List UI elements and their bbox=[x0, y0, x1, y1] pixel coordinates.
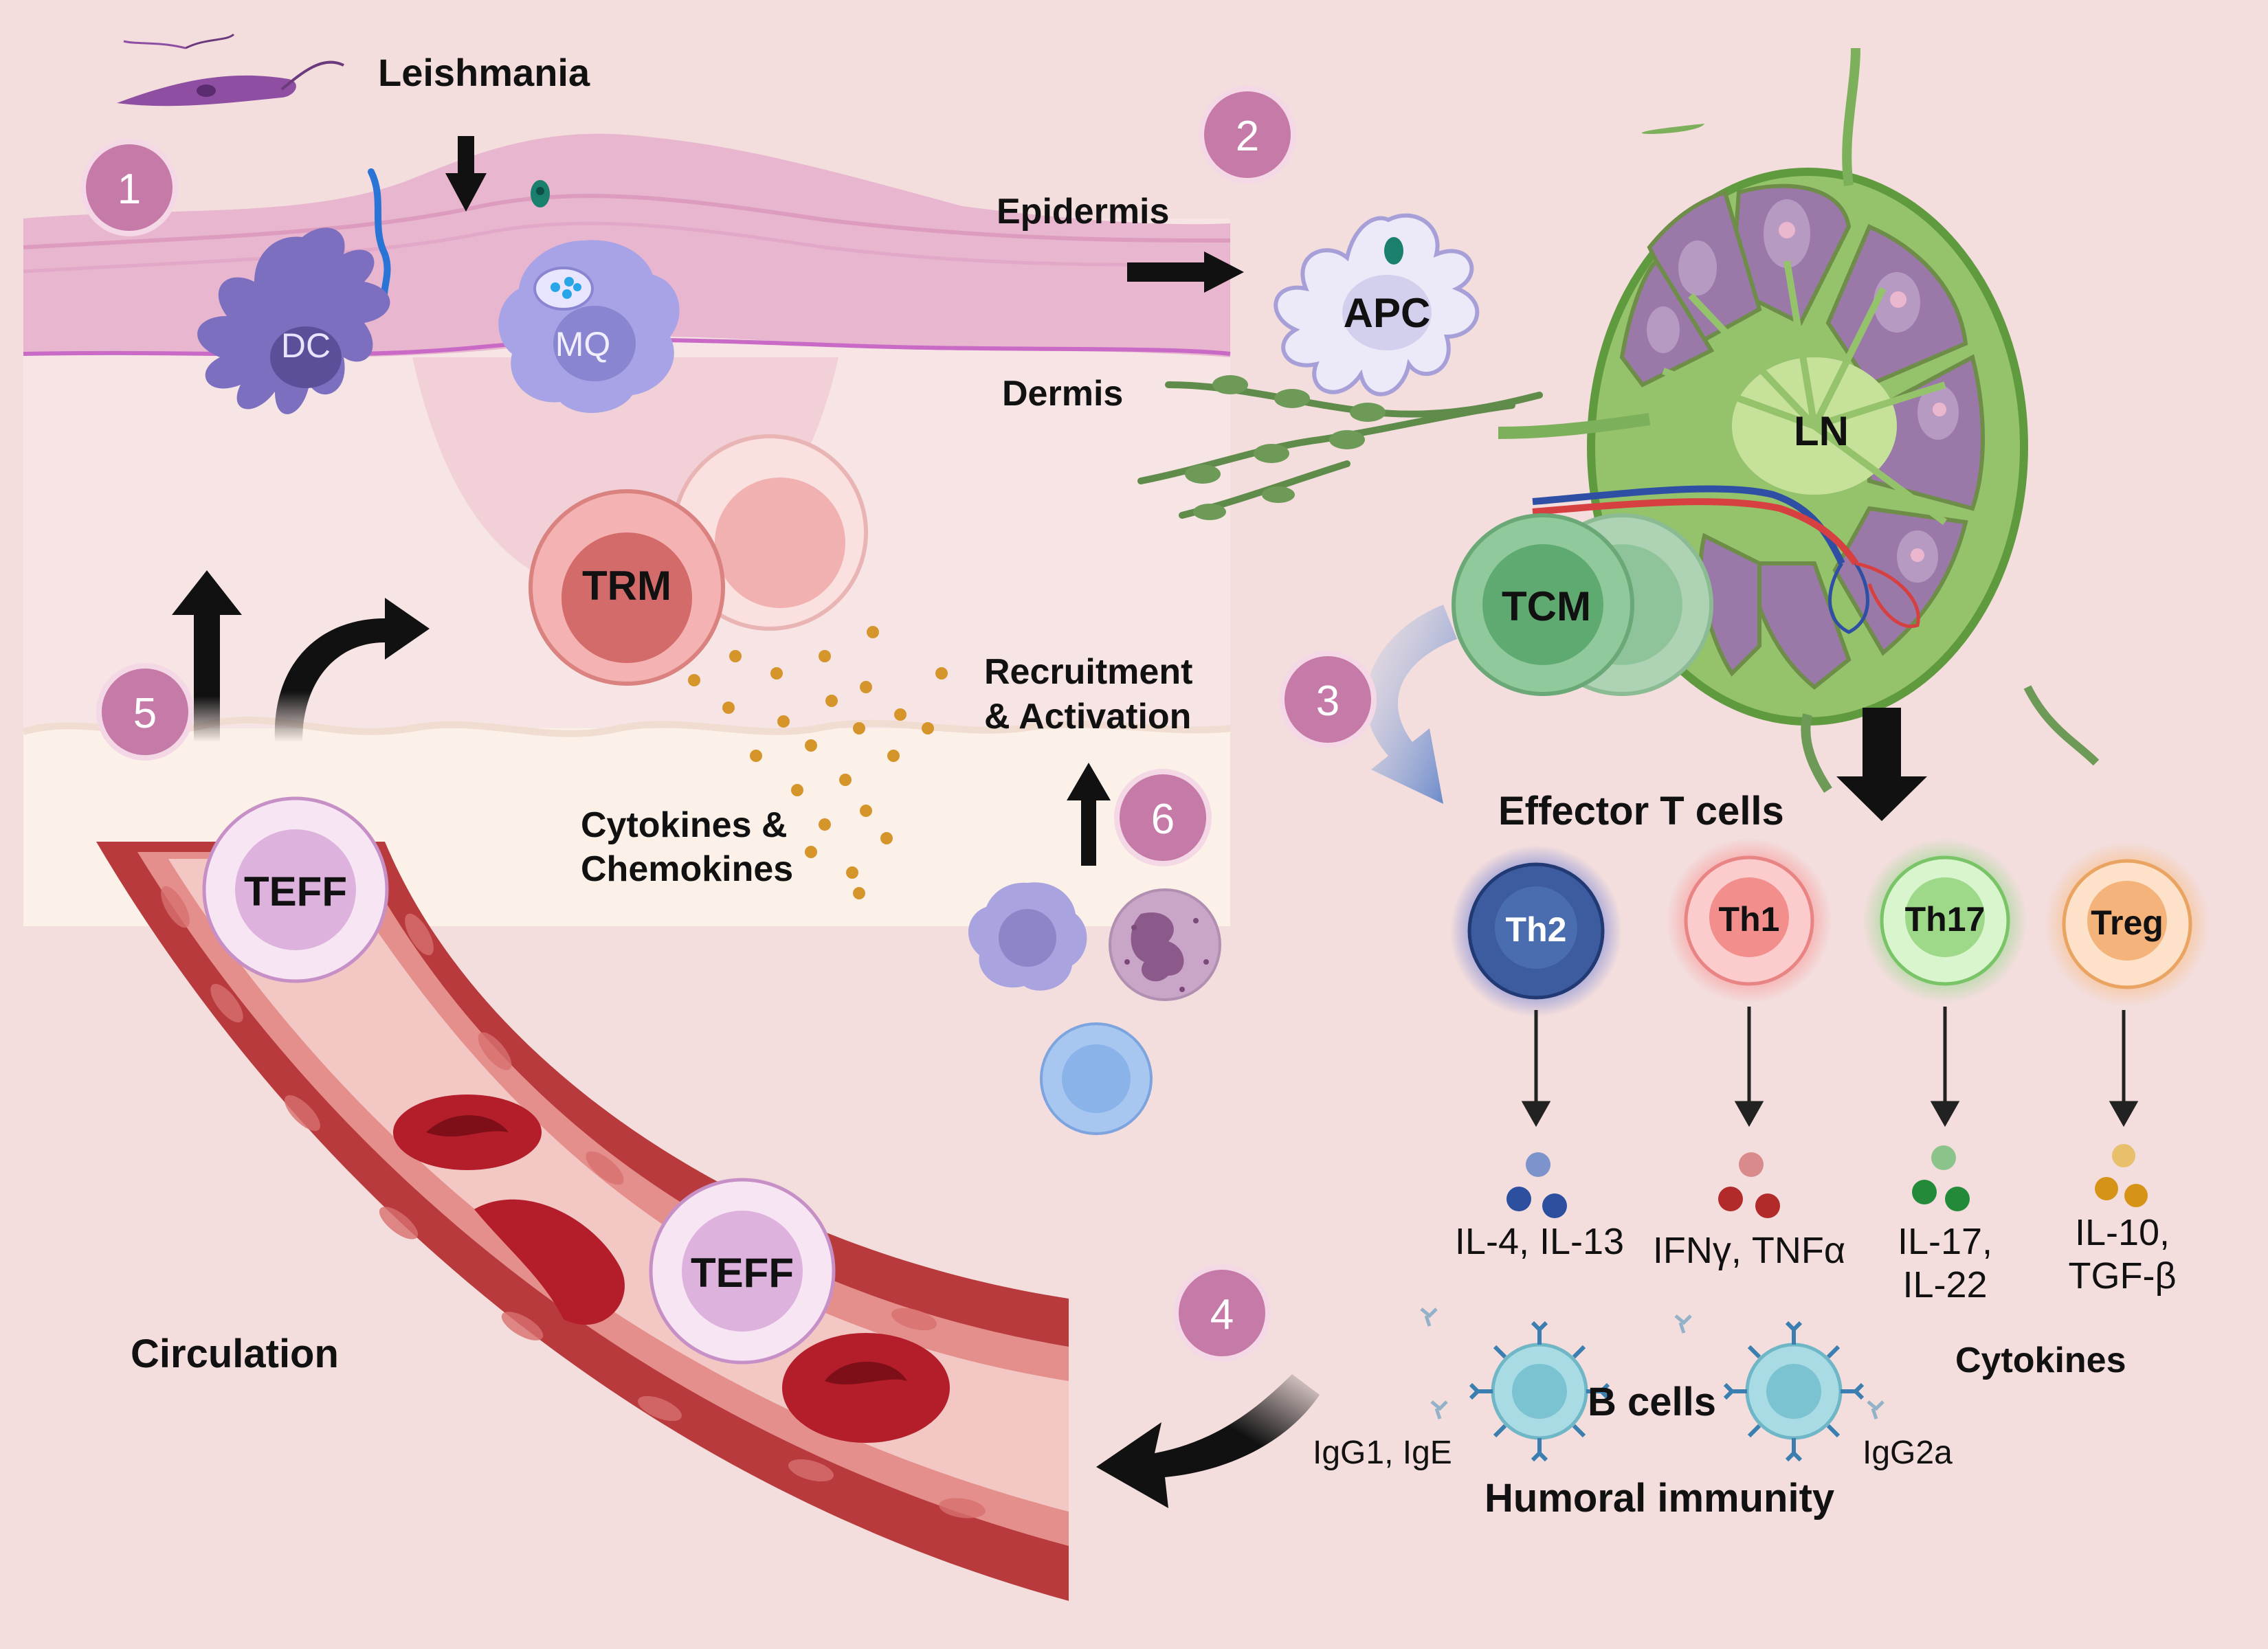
b-cell-right bbox=[1723, 1321, 1865, 1462]
ln-output-arrow-icon bbox=[1836, 708, 1927, 821]
leishmania-parasite-icon bbox=[117, 33, 344, 106]
entry-arrow-icon bbox=[445, 136, 487, 212]
step-4: 4 bbox=[1173, 1264, 1271, 1362]
step-5-number: 5 bbox=[133, 690, 157, 737]
dc-label: DC bbox=[281, 326, 331, 365]
cytokines-label: Cytokines bbox=[1955, 1340, 2126, 1380]
migration-arrows-icon bbox=[172, 570, 430, 742]
igg2a-label: IgG2a bbox=[1863, 1435, 1953, 1471]
epidermis-label: Epidermis bbox=[997, 192, 1169, 232]
recruitment-label-2: & Activation bbox=[984, 697, 1191, 737]
apc-migration-arrow-icon bbox=[1127, 251, 1244, 293]
cytokines-chemokines-label-1: Cytokines & bbox=[581, 805, 788, 845]
humoral-immunity-label: Humoral immunity bbox=[1485, 1476, 1834, 1521]
apc-cell: APC bbox=[1274, 213, 1480, 396]
th17-cell: Th17 bbox=[1863, 838, 2027, 1003]
treg-cell: Treg bbox=[2045, 842, 2210, 1007]
trm-label: TRM bbox=[582, 563, 671, 609]
cytokine-particles bbox=[688, 626, 948, 899]
teff-label-2: TEFF bbox=[691, 1250, 794, 1296]
mq-label: MQ bbox=[555, 325, 611, 363]
th1-label: Th1 bbox=[1719, 900, 1780, 939]
step-5: 5 bbox=[96, 663, 194, 761]
th17-cytokines-line2: IL-22 bbox=[1902, 1264, 1987, 1305]
cytokines-chemokines-label-2: Chemokines bbox=[581, 849, 793, 889]
teff-label-1: TEFF bbox=[244, 868, 347, 915]
apc-label: APC bbox=[1344, 290, 1431, 336]
lymphocyte-cell bbox=[1040, 1022, 1153, 1135]
monocyte-cell bbox=[968, 882, 1087, 991]
step-3: 3 bbox=[1279, 651, 1377, 748]
cytokine-molecules bbox=[1507, 1144, 2148, 1218]
trm-cell: TRM bbox=[529, 434, 868, 686]
circulation-label: Circulation bbox=[131, 1332, 339, 1376]
step-2: 2 bbox=[1199, 86, 1296, 183]
teff-cell-blood: TEFF bbox=[649, 1178, 836, 1365]
neutrophil-cell bbox=[1109, 888, 1221, 1001]
treg-cytokines-line2: TGF-β bbox=[2068, 1255, 2176, 1297]
igg1-ige-label: IgG1, IgE bbox=[1313, 1435, 1452, 1471]
cytokine-arrows-icon bbox=[1521, 1007, 2139, 1128]
dermis-label: Dermis bbox=[1002, 374, 1123, 414]
red-blood-cells bbox=[393, 1095, 950, 1443]
th1-cytokines-line1: IFNγ, TNFα bbox=[1653, 1230, 1845, 1271]
antibody-icons bbox=[1420, 1308, 1885, 1420]
ln-label: LN bbox=[1794, 408, 1849, 454]
tcm-cell: TCM bbox=[1452, 513, 1713, 696]
dendritic-cell: DC bbox=[197, 227, 390, 414]
th17-cytokines-line1: IL-17, bbox=[1898, 1221, 1992, 1262]
b-cell-left bbox=[1469, 1321, 1610, 1462]
th2-cytokines-line1: IL-4, IL-13 bbox=[1455, 1221, 1624, 1262]
th1-cell: Th1 bbox=[1667, 838, 1832, 1003]
step-1: 1 bbox=[80, 139, 178, 236]
treg-label: Treg bbox=[2091, 904, 2164, 942]
step-3-number: 3 bbox=[1316, 677, 1339, 725]
step-1-number: 1 bbox=[118, 166, 141, 213]
step-6: 6 bbox=[1114, 769, 1212, 866]
recruitment-label-1: Recruitment bbox=[984, 652, 1192, 692]
th2-label: Th2 bbox=[1506, 910, 1567, 949]
blood-vessel bbox=[96, 842, 1069, 1601]
return-arrow-icon bbox=[1096, 1374, 1320, 1508]
differentiation-arrow-icon bbox=[1366, 605, 1457, 804]
th2-cell: Th2 bbox=[1450, 845, 1622, 1017]
effector-t-cells-label: Effector T cells bbox=[1498, 789, 1784, 833]
macrophage-cell: MQ bbox=[498, 240, 680, 414]
step-6-number: 6 bbox=[1151, 796, 1175, 843]
b-cells-label: B cells bbox=[1588, 1380, 1716, 1424]
teff-cell-skin: TEFF bbox=[202, 796, 389, 983]
step-2-number: 2 bbox=[1236, 113, 1259, 160]
recruitment-arrow-icon bbox=[1067, 763, 1111, 866]
th17-label: Th17 bbox=[1905, 900, 1986, 939]
step-4-number: 4 bbox=[1210, 1291, 1234, 1338]
leishmania-label: Leishmania bbox=[378, 51, 590, 94]
tcm-label: TCM bbox=[1502, 583, 1591, 629]
treg-cytokines-line1: IL-10, bbox=[2075, 1212, 2170, 1253]
